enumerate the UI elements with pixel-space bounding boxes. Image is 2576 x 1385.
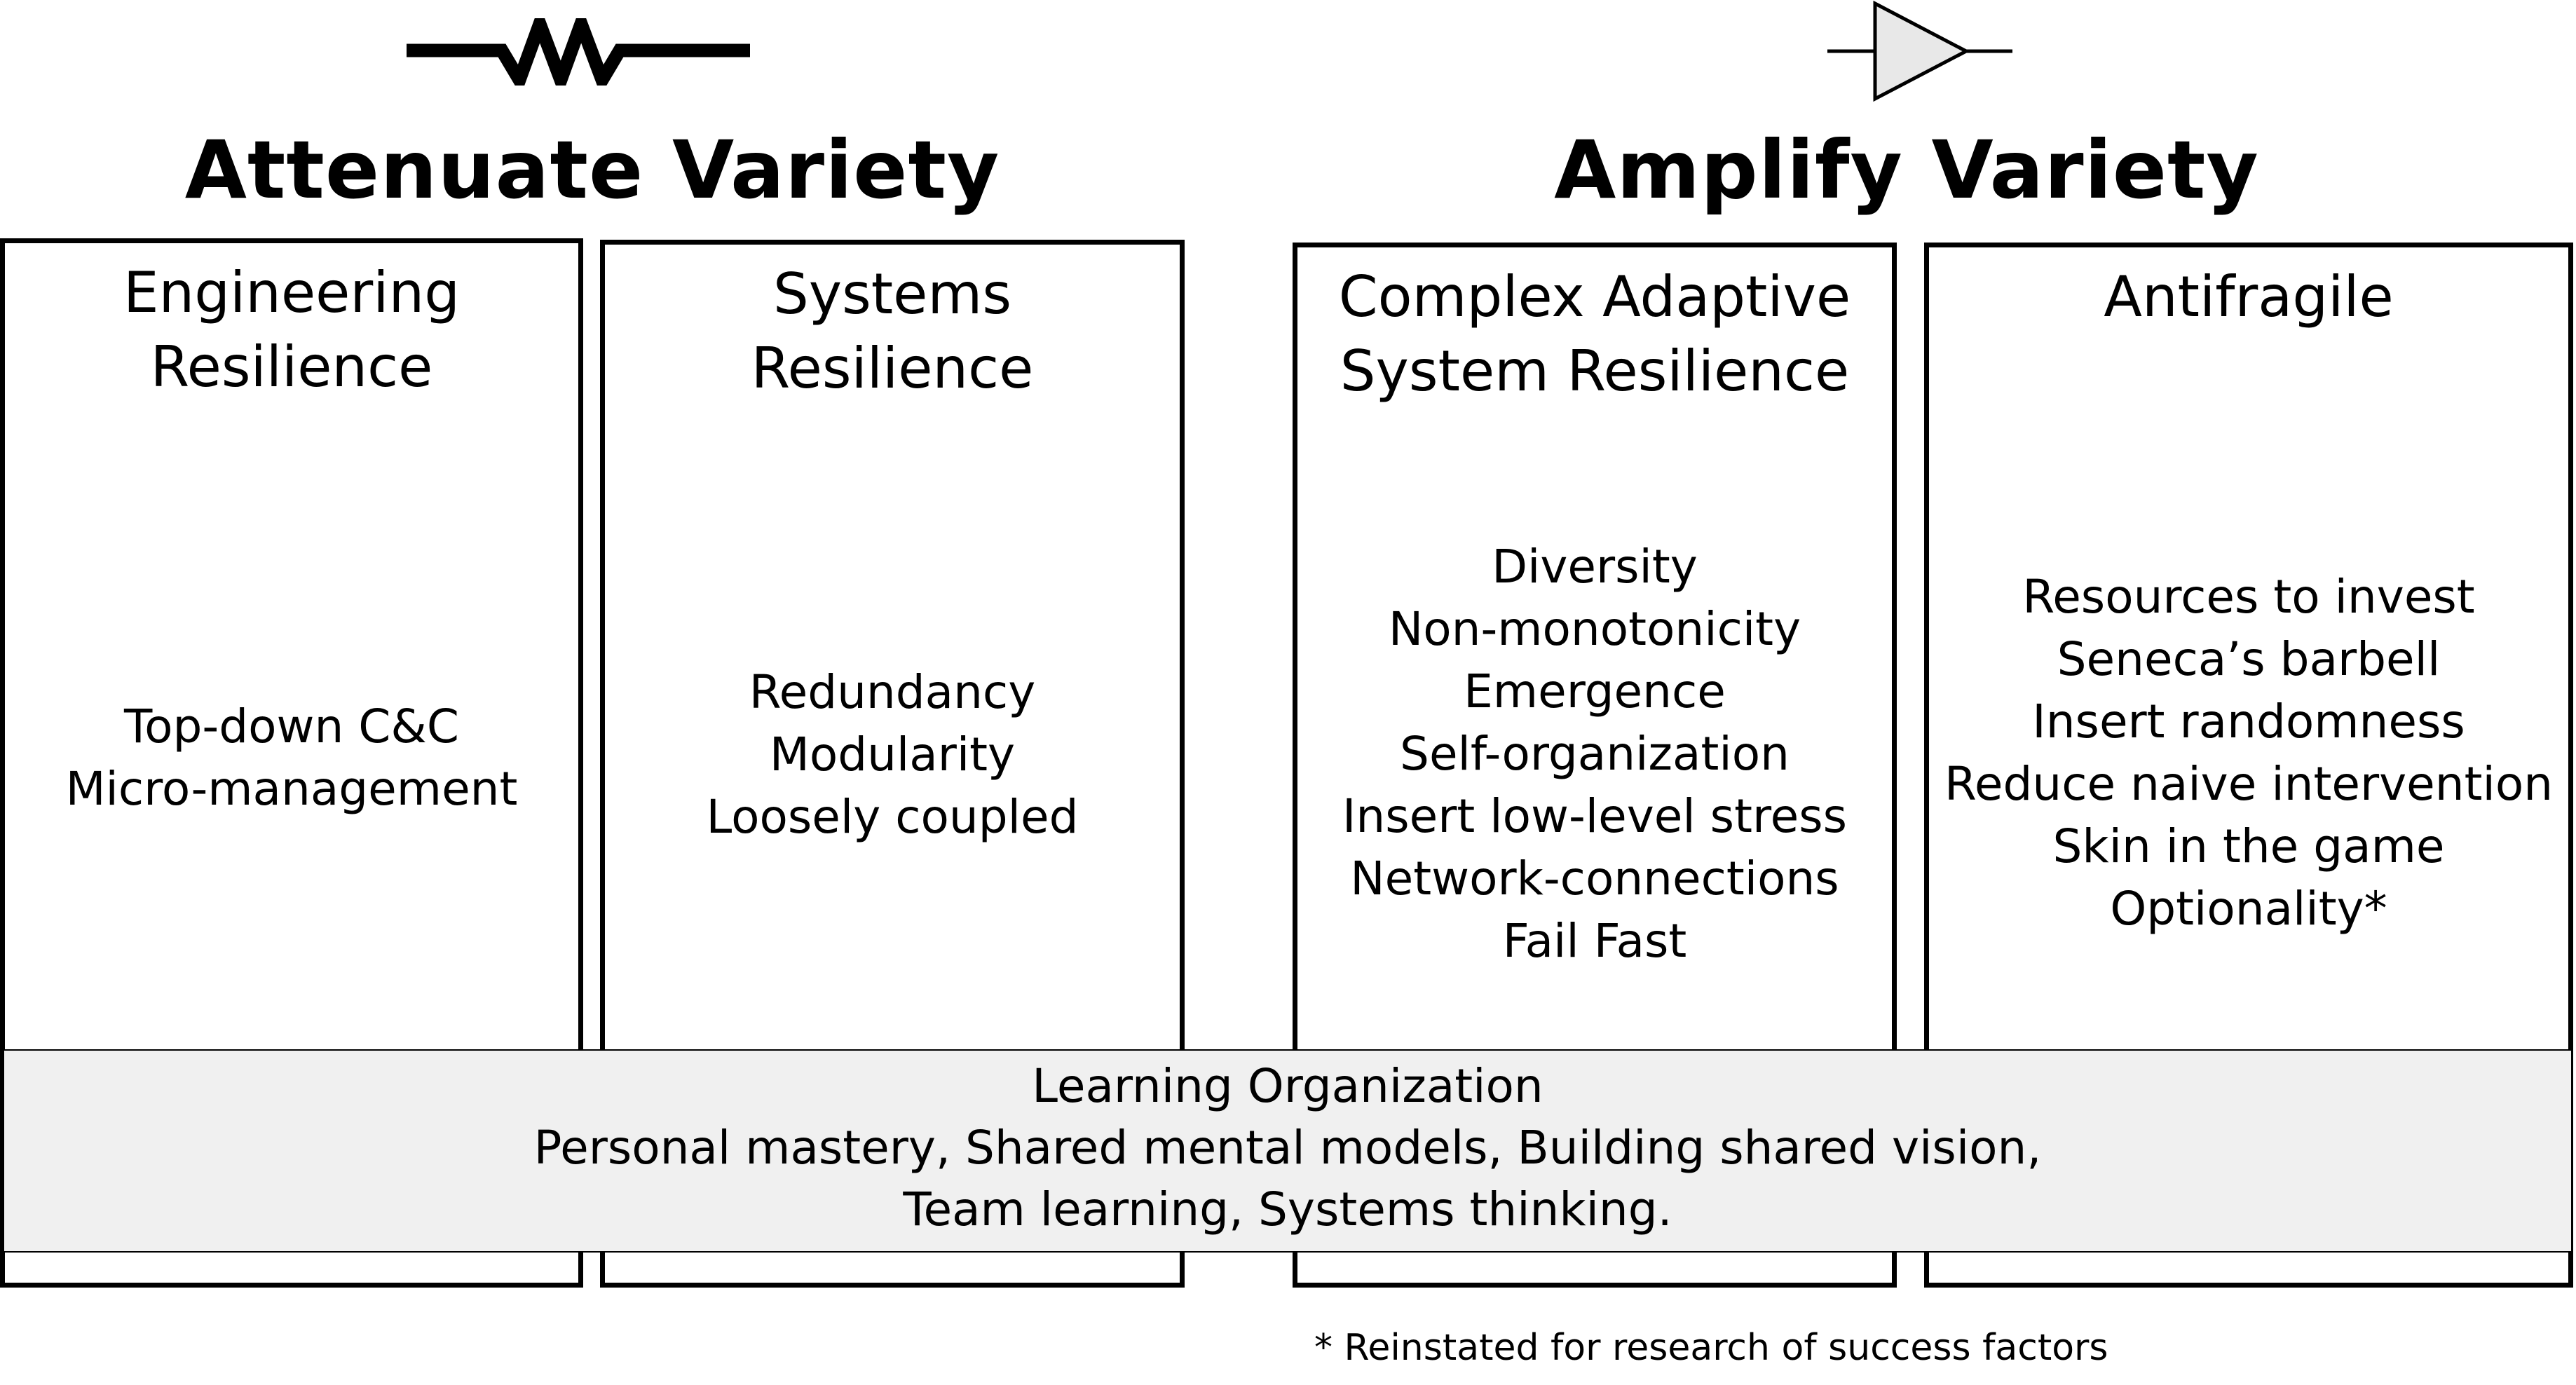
list-item: Optionality* [2110,882,2387,936]
list-item: Self-organization [1400,727,1790,781]
list-item: Insert randomness [2032,695,2465,749]
list-item: Non-monotonicity [1388,602,1801,656]
box-title: Systems Resilience [605,257,1180,406]
learning-organization-title: Learning Organization [1032,1059,1543,1113]
list-item: Top-down C&C [124,700,459,753]
list-item: Reduce naive intervention [1944,757,2554,811]
list-item: Diversity [1492,540,1698,594]
amplify-variety-heading: Amplify Variety [1554,123,2259,217]
box-title-line: Engineering [123,260,460,325]
footnote: * Reinstated for research of success fac… [1314,1327,2108,1369]
list-item: Resources to invest [2022,570,2475,624]
box-title-line: Complex Adaptive [1338,264,1851,329]
box-title-line: Resilience [751,336,1034,401]
learning-organization-line: Personal mastery, Shared mental models, … [533,1121,2042,1175]
box-title-line: Antifragile [2104,264,2394,329]
box-items-list: Resources to invest Seneca’s barbell Ins… [1929,566,2568,940]
list-item: Skin in the game [2052,819,2445,873]
box-items-list: Top-down C&C Micro-management [5,695,578,820]
list-item: Seneca’s barbell [2057,632,2441,686]
resistor-icon [407,18,750,86]
box-title: Complex Adaptive System Resilience [1297,260,1892,409]
list-item: Modularity [769,728,1016,782]
box-title: Engineering Resilience [5,256,578,404]
list-item: Emergence [1464,664,1726,718]
box-title-line: Resilience [150,334,433,400]
box-items-list: Redundancy Modularity Loosely coupled [605,661,1180,848]
box-items-list: Diversity Non-monotonicity Emergence Sel… [1297,535,1892,972]
list-item: Micro-management [65,762,518,816]
list-item: Redundancy [749,665,1036,719]
list-item: Network-connections [1350,852,1839,906]
list-item: Fail Fast [1502,914,1687,968]
box-title-line: System Resilience [1340,339,1850,404]
box-title-line: Systems [773,261,1011,327]
engineering-resilience-box: Engineering Resilience Top-down C&C Micr… [0,238,583,1288]
list-item: Loosely coupled [706,790,1079,844]
amplifier-triangle-icon [1827,0,2012,102]
attenuate-variety-heading: Attenuate Variety [184,123,1000,217]
list-item: Insert low-level stress [1342,789,1848,843]
learning-organization-line: Team learning, Systems thinking. [903,1182,1672,1236]
learning-organization-band: Learning Organization Personal mastery, … [3,1049,2572,1253]
box-title: Antifragile [1929,260,2568,334]
